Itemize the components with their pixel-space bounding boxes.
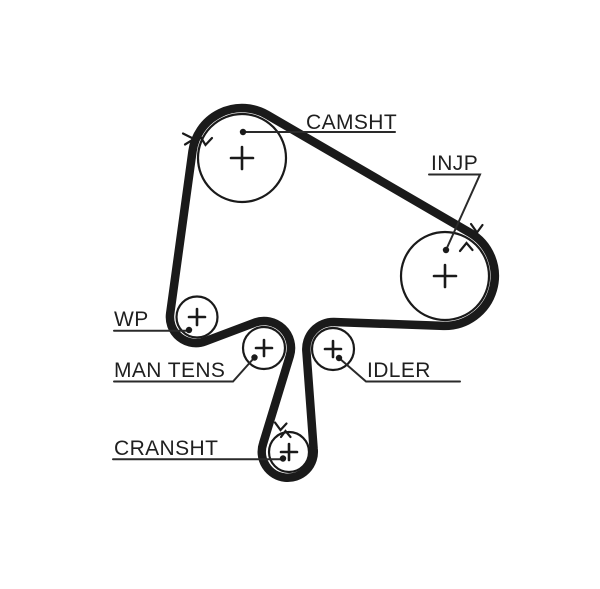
belt-direction-arrows-cransht — [273, 421, 292, 439]
label-man-tens: MAN TENS — [114, 359, 225, 382]
arrow-chevron-icon — [273, 421, 288, 432]
wp-leader — [113, 326, 193, 334]
idler-leader-dot — [335, 354, 343, 362]
man-tens-leader — [113, 354, 258, 383]
arrow-chevron-icon — [181, 132, 197, 146]
arrow-chevron-icon — [458, 241, 474, 253]
man-tens-leader-dot — [251, 354, 258, 361]
man-tens-center-cross-icon — [254, 338, 274, 358]
label-camsht: CAMSHT — [306, 111, 397, 134]
cransht-center-cross-icon — [279, 442, 299, 462]
belt-direction-arrows-camsht — [181, 132, 214, 147]
belt-direction-arrows-injp — [458, 222, 484, 253]
camsht-leader-dot — [239, 128, 247, 136]
camsht-center-cross-icon — [229, 145, 255, 171]
cransht-leader-dot — [279, 455, 287, 462]
camsht-leader — [239, 128, 396, 136]
idler-leader — [335, 354, 461, 383]
arrow-chevron-icon — [469, 222, 484, 235]
injp-leader — [428, 173, 482, 254]
wp-center-cross-icon — [187, 307, 207, 327]
timing-belt-path — [165, 103, 500, 482]
arrow-chevron-icon — [279, 429, 292, 439]
injp-leader-dot — [442, 246, 450, 254]
label-cransht: CRANSHT — [114, 437, 218, 460]
injp-center-cross-icon — [432, 263, 458, 289]
label-wp: WP — [114, 308, 149, 331]
label-idler: IDLER — [367, 359, 431, 382]
cransht-leader — [112, 455, 287, 462]
label-injp: INJP — [431, 152, 478, 175]
wp-leader-dot — [185, 326, 193, 334]
idler-center-cross-icon — [323, 339, 343, 359]
arrow-chevron-icon — [198, 134, 214, 147]
